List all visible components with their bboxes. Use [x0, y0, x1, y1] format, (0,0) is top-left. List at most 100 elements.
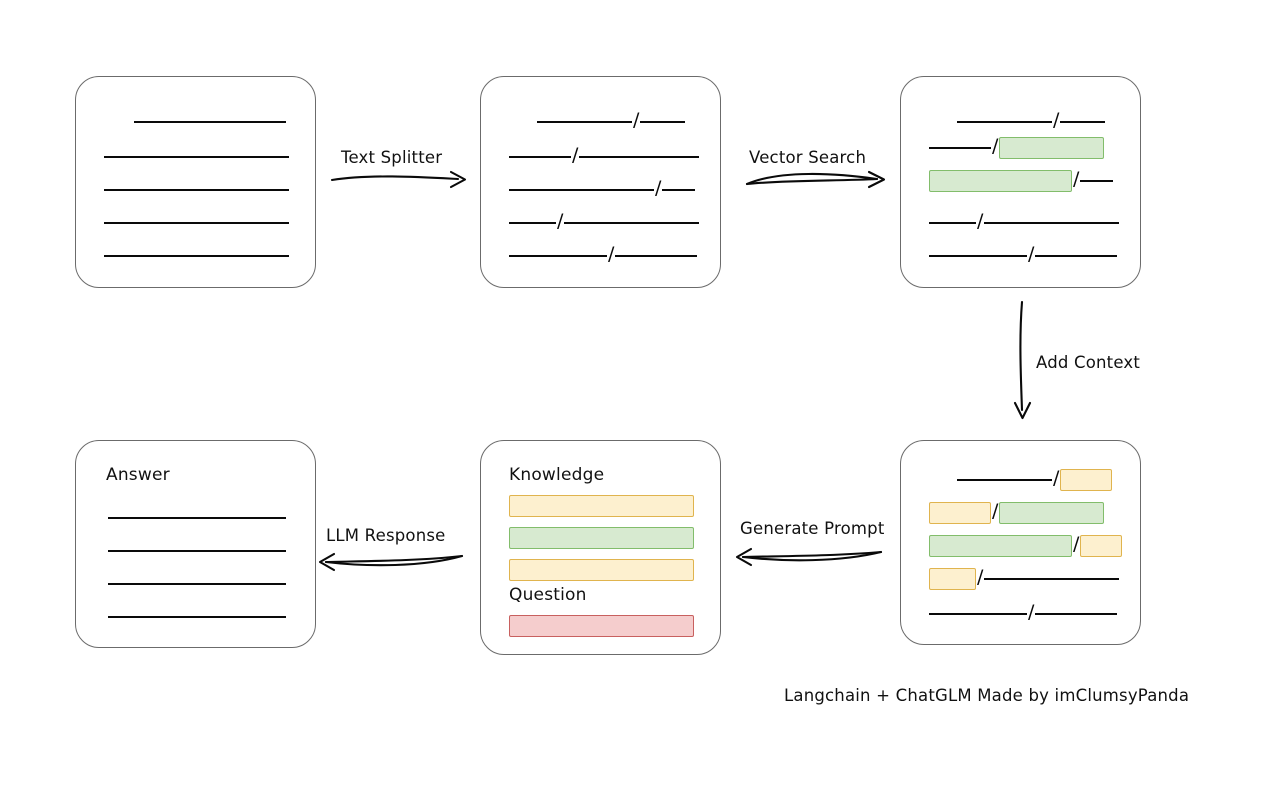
- chunk-separator: /: [992, 499, 999, 522]
- document-line: [104, 249, 289, 263]
- chunk-separator: /: [1053, 108, 1060, 131]
- diagram-caption: Langchain + ChatGLM Made by imClumsyPand…: [784, 686, 1190, 705]
- context-chunk-yellow: [929, 568, 976, 590]
- context-chunk-green: [929, 535, 1072, 557]
- chunk-separator: /: [992, 134, 999, 157]
- chunk-separator: /: [557, 209, 564, 232]
- question-label: Question: [509, 585, 587, 605]
- text-rule: [104, 255, 289, 257]
- document-line: /: [509, 211, 700, 230]
- document-line: /: [509, 145, 700, 164]
- matched-chunk-green: [999, 137, 1105, 159]
- text-rule: [929, 255, 1027, 257]
- chunk-separator: /: [1053, 466, 1060, 489]
- knowledge-bar-green: [509, 527, 694, 549]
- chunk-separator: /: [655, 176, 662, 199]
- text-rule: [640, 121, 686, 123]
- chunk-separator: /: [977, 565, 984, 588]
- text-rule: [104, 189, 289, 191]
- text-rule: [108, 616, 286, 618]
- context-chunk-green: [999, 502, 1105, 524]
- text-rule: [134, 121, 286, 123]
- document-line: [134, 115, 286, 129]
- add-context-edge: [1006, 300, 1042, 422]
- text-rule: [108, 583, 286, 585]
- chunk-separator: /: [1028, 600, 1035, 623]
- context-chunk-yellow: [1060, 469, 1113, 491]
- answer-line: [108, 544, 286, 558]
- chunk-separator: /: [977, 209, 984, 232]
- answer-line: [108, 511, 286, 525]
- text-rule: [984, 222, 1120, 224]
- text-rule: [108, 517, 286, 519]
- generate-prompt-label: Generate Prompt: [740, 519, 885, 538]
- text-rule: [929, 147, 991, 149]
- text-rule: [984, 578, 1120, 580]
- text-splitter-edge: [330, 160, 470, 192]
- chunk-separator: /: [608, 242, 615, 265]
- document-line: [104, 183, 289, 197]
- text-rule: [509, 222, 556, 224]
- context-document-box: / / / / /: [900, 440, 1141, 645]
- text-rule: [564, 222, 700, 224]
- source-document-box: [75, 76, 316, 288]
- vector-search-edge: [745, 160, 890, 192]
- answer-line: [108, 577, 286, 591]
- text-rule: [929, 222, 976, 224]
- context-chunk-yellow: [929, 502, 991, 524]
- document-line: [104, 216, 289, 230]
- llm-response-edge: [318, 548, 466, 578]
- matched-chunk-green: [929, 170, 1072, 192]
- chunk-separator: /: [633, 108, 640, 131]
- document-line: /: [929, 211, 1120, 230]
- knowledge-label: Knowledge: [509, 465, 605, 485]
- text-rule: [615, 255, 698, 257]
- context-chunk-yellow: [1080, 535, 1123, 557]
- document-line: /: [957, 110, 1106, 129]
- answer-title: Answer: [106, 465, 170, 485]
- text-rule: [929, 613, 1027, 615]
- document-line: /: [929, 534, 1123, 557]
- document-line: /: [509, 244, 698, 263]
- document-line: /: [957, 468, 1113, 491]
- chunk-separator: /: [572, 143, 579, 166]
- generate-prompt-edge: [735, 542, 885, 572]
- chunk-separator: /: [1073, 167, 1080, 190]
- document-line: /: [929, 567, 1120, 590]
- text-rule: [579, 156, 700, 158]
- text-rule: [509, 156, 571, 158]
- document-line: /: [929, 244, 1118, 263]
- text-rule: [537, 121, 632, 123]
- document-line: /: [537, 110, 686, 129]
- knowledge-bar-yellow: [509, 559, 694, 581]
- text-rule: [662, 189, 696, 191]
- text-splitter-label: Text Splitter: [341, 148, 443, 167]
- text-rule: [108, 550, 286, 552]
- text-rule: [104, 156, 289, 158]
- text-rule: [1080, 180, 1114, 182]
- add-context-label: Add Context: [1036, 353, 1141, 372]
- split-document-box: / / / / /: [480, 76, 721, 288]
- document-line: /: [929, 136, 1105, 159]
- document-line: [104, 150, 289, 164]
- answer-box: Answer: [75, 440, 316, 648]
- text-rule: [1035, 613, 1118, 615]
- text-rule: [509, 189, 654, 191]
- knowledge-bar-yellow: [509, 495, 694, 517]
- document-line: /: [929, 501, 1105, 524]
- chunk-separator: /: [1073, 532, 1080, 555]
- document-line: /: [929, 602, 1118, 621]
- llm-response-label: LLM Response: [326, 526, 446, 545]
- chunk-separator: /: [1028, 242, 1035, 265]
- text-rule: [104, 222, 289, 224]
- text-rule: [1035, 255, 1118, 257]
- text-rule: [957, 121, 1052, 123]
- text-rule: [957, 479, 1052, 481]
- vector-search-label: Vector Search: [749, 148, 867, 167]
- answer-line: [108, 610, 286, 624]
- document-line: /: [929, 169, 1114, 192]
- document-line: /: [509, 178, 696, 197]
- matched-document-box: / / / / /: [900, 76, 1141, 288]
- question-bar-red: [509, 615, 694, 637]
